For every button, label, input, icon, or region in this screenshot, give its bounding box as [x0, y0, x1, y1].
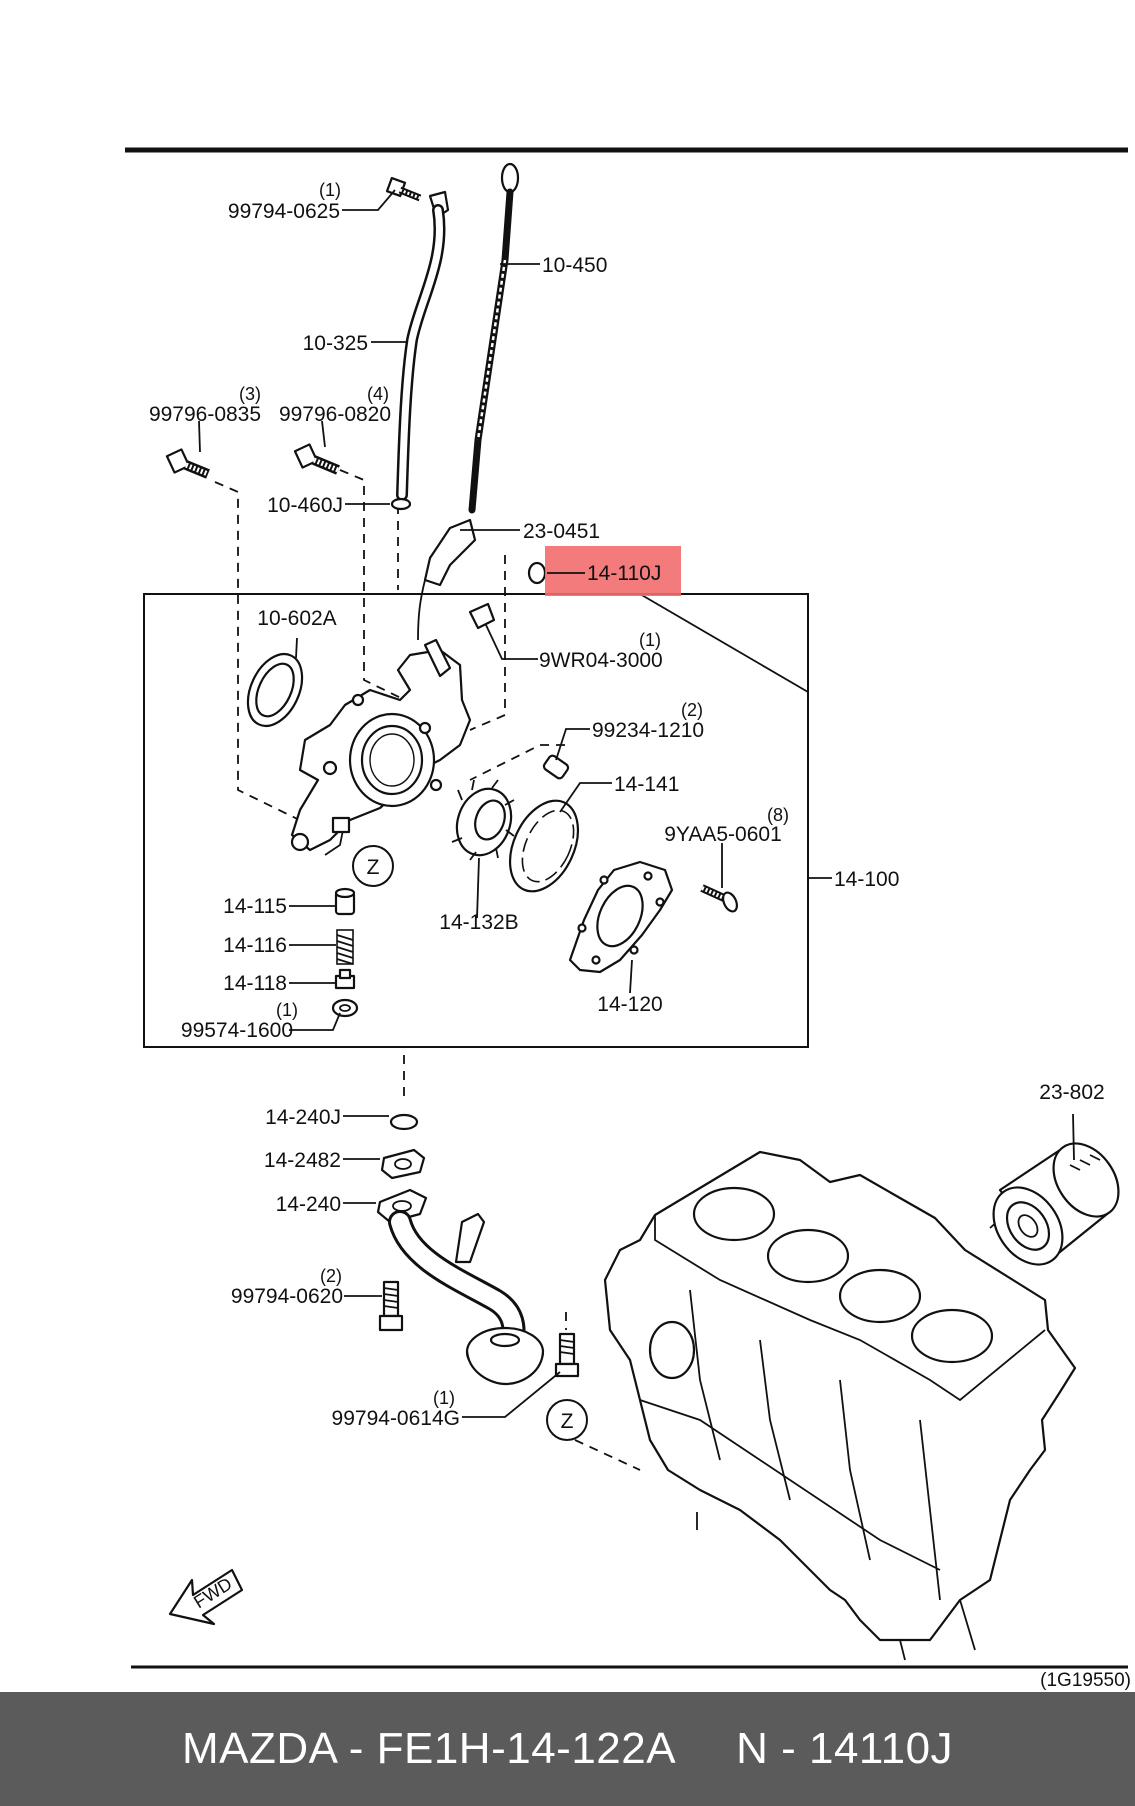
- label-23-802: 23-802: [1039, 1081, 1104, 1104]
- label-14-115: 14-115: [223, 895, 287, 918]
- highlight-14-110j: [545, 546, 681, 596]
- label-9wr04-3000: 9WR04-3000: [539, 649, 663, 672]
- bolt-99794-0620: [378, 1280, 404, 1332]
- label-99794-0625: 99794-0625: [228, 200, 340, 223]
- bolt-99794-0625: [385, 176, 422, 202]
- label-14-141: 14-141: [614, 773, 679, 796]
- label-10-450: 10-450: [542, 254, 607, 277]
- qty-99794-0614g: (1): [433, 1388, 455, 1408]
- oil-pipe-23-0451: [417, 518, 477, 641]
- qty-9wr04-3000: (1): [639, 630, 661, 650]
- qty-99794-0625: (1): [319, 180, 341, 200]
- bolt-99796-0820: [293, 443, 340, 475]
- figure-id: (1G19550): [1040, 1670, 1131, 1691]
- washer-99574-1600: [331, 998, 359, 1018]
- forward-arrow-icon: FWD: [168, 1568, 244, 1626]
- oil-seal-10-602a: [246, 652, 304, 728]
- outer-rotor-14-141: [508, 799, 580, 893]
- label-99574-1600: 99574-1600: [181, 1019, 293, 1042]
- label-14-2482: 14-2482: [264, 1149, 341, 1172]
- label-99234-1210: 99234-1210: [592, 719, 704, 742]
- qty-99796-0820: (4): [367, 384, 389, 404]
- bolt-99794-0614g: [554, 1332, 580, 1378]
- leader-lines: [198, 189, 1075, 1418]
- label-14-240j: 14-240J: [265, 1106, 341, 1129]
- box-perspective-line: [639, 593, 809, 693]
- oil-pump-body: [290, 638, 472, 856]
- plunger-14-115: [334, 887, 356, 916]
- label-23-0451: 23-0451: [523, 520, 600, 543]
- strainer-14-240: [376, 1188, 545, 1386]
- label-9yaa5-0601: 9YAA5-0601: [664, 823, 782, 846]
- label-99796-0820: 99796-0820: [279, 403, 391, 426]
- label-14-116: 14-116: [223, 934, 287, 957]
- plug-14-118: [334, 968, 356, 990]
- o-ring-10-460j: [390, 497, 412, 511]
- label-99796-0835: 99796-0835: [149, 403, 261, 426]
- inner-rotor-14-132b: [451, 779, 515, 861]
- engine-block: [603, 1150, 1077, 1661]
- qty-99234-1210: (2): [681, 700, 703, 720]
- reference-mark-z-bottom: Z: [546, 1399, 588, 1441]
- label-14-240: 14-240: [276, 1193, 341, 1216]
- exploded-parts-diagram: Z Z FWD 9979: [125, 147, 1131, 1691]
- label-10-460j: 10-460J: [267, 494, 343, 517]
- pump-cover-14-120: [568, 860, 674, 974]
- screw-9yaa5-0601: [700, 884, 738, 913]
- qty-99574-1600: (1): [276, 1000, 298, 1020]
- label-14-118: 14-118: [223, 972, 287, 995]
- oil-filter-23-802: [992, 1142, 1120, 1266]
- z-mark-text: Z: [367, 856, 380, 879]
- label-99794-0620: 99794-0620: [231, 1285, 343, 1308]
- oem-number: N - 14110J: [736, 1724, 954, 1773]
- spring-14-116: [336, 929, 354, 965]
- footer-bar: [0, 1692, 1135, 1806]
- qty-99794-0620: (2): [320, 1266, 342, 1286]
- plug-9wr04-3000: [468, 602, 496, 630]
- part-labels: 99794-0625 (1) 10-450 10-325 99796-0835 …: [149, 180, 1131, 1691]
- dipstick-tube: [396, 190, 450, 501]
- bolt-99796-0835: [165, 448, 210, 479]
- o-ring-14-110j: [527, 561, 547, 585]
- o-ring-14-240j: [389, 1113, 419, 1131]
- reference-mark-z-top: Z: [352, 845, 394, 887]
- footer-caption: MAZDA - FE1H-14-122A N - 14110J: [0, 1692, 1135, 1806]
- qty-99796-0835: (3): [239, 384, 261, 404]
- brand-part-number: MAZDA - FE1H-14-122A: [181, 1724, 677, 1773]
- label-14-132b: 14-132B: [439, 911, 518, 934]
- gasket-14-2482: [380, 1148, 426, 1180]
- label-14-100: 14-100: [834, 868, 899, 891]
- label-14-110j: 14-110J: [587, 562, 661, 585]
- z-mark-text: Z: [561, 1410, 574, 1433]
- label-99794-0614g: 99794-0614G: [332, 1407, 460, 1430]
- qty-9yaa5-0601: (8): [767, 805, 789, 825]
- dipstick: [468, 162, 520, 514]
- label-14-120: 14-120: [597, 993, 662, 1016]
- label-10-602a: 10-602A: [257, 607, 336, 630]
- pin-99234-1210: [542, 754, 570, 780]
- label-10-325: 10-325: [303, 332, 368, 355]
